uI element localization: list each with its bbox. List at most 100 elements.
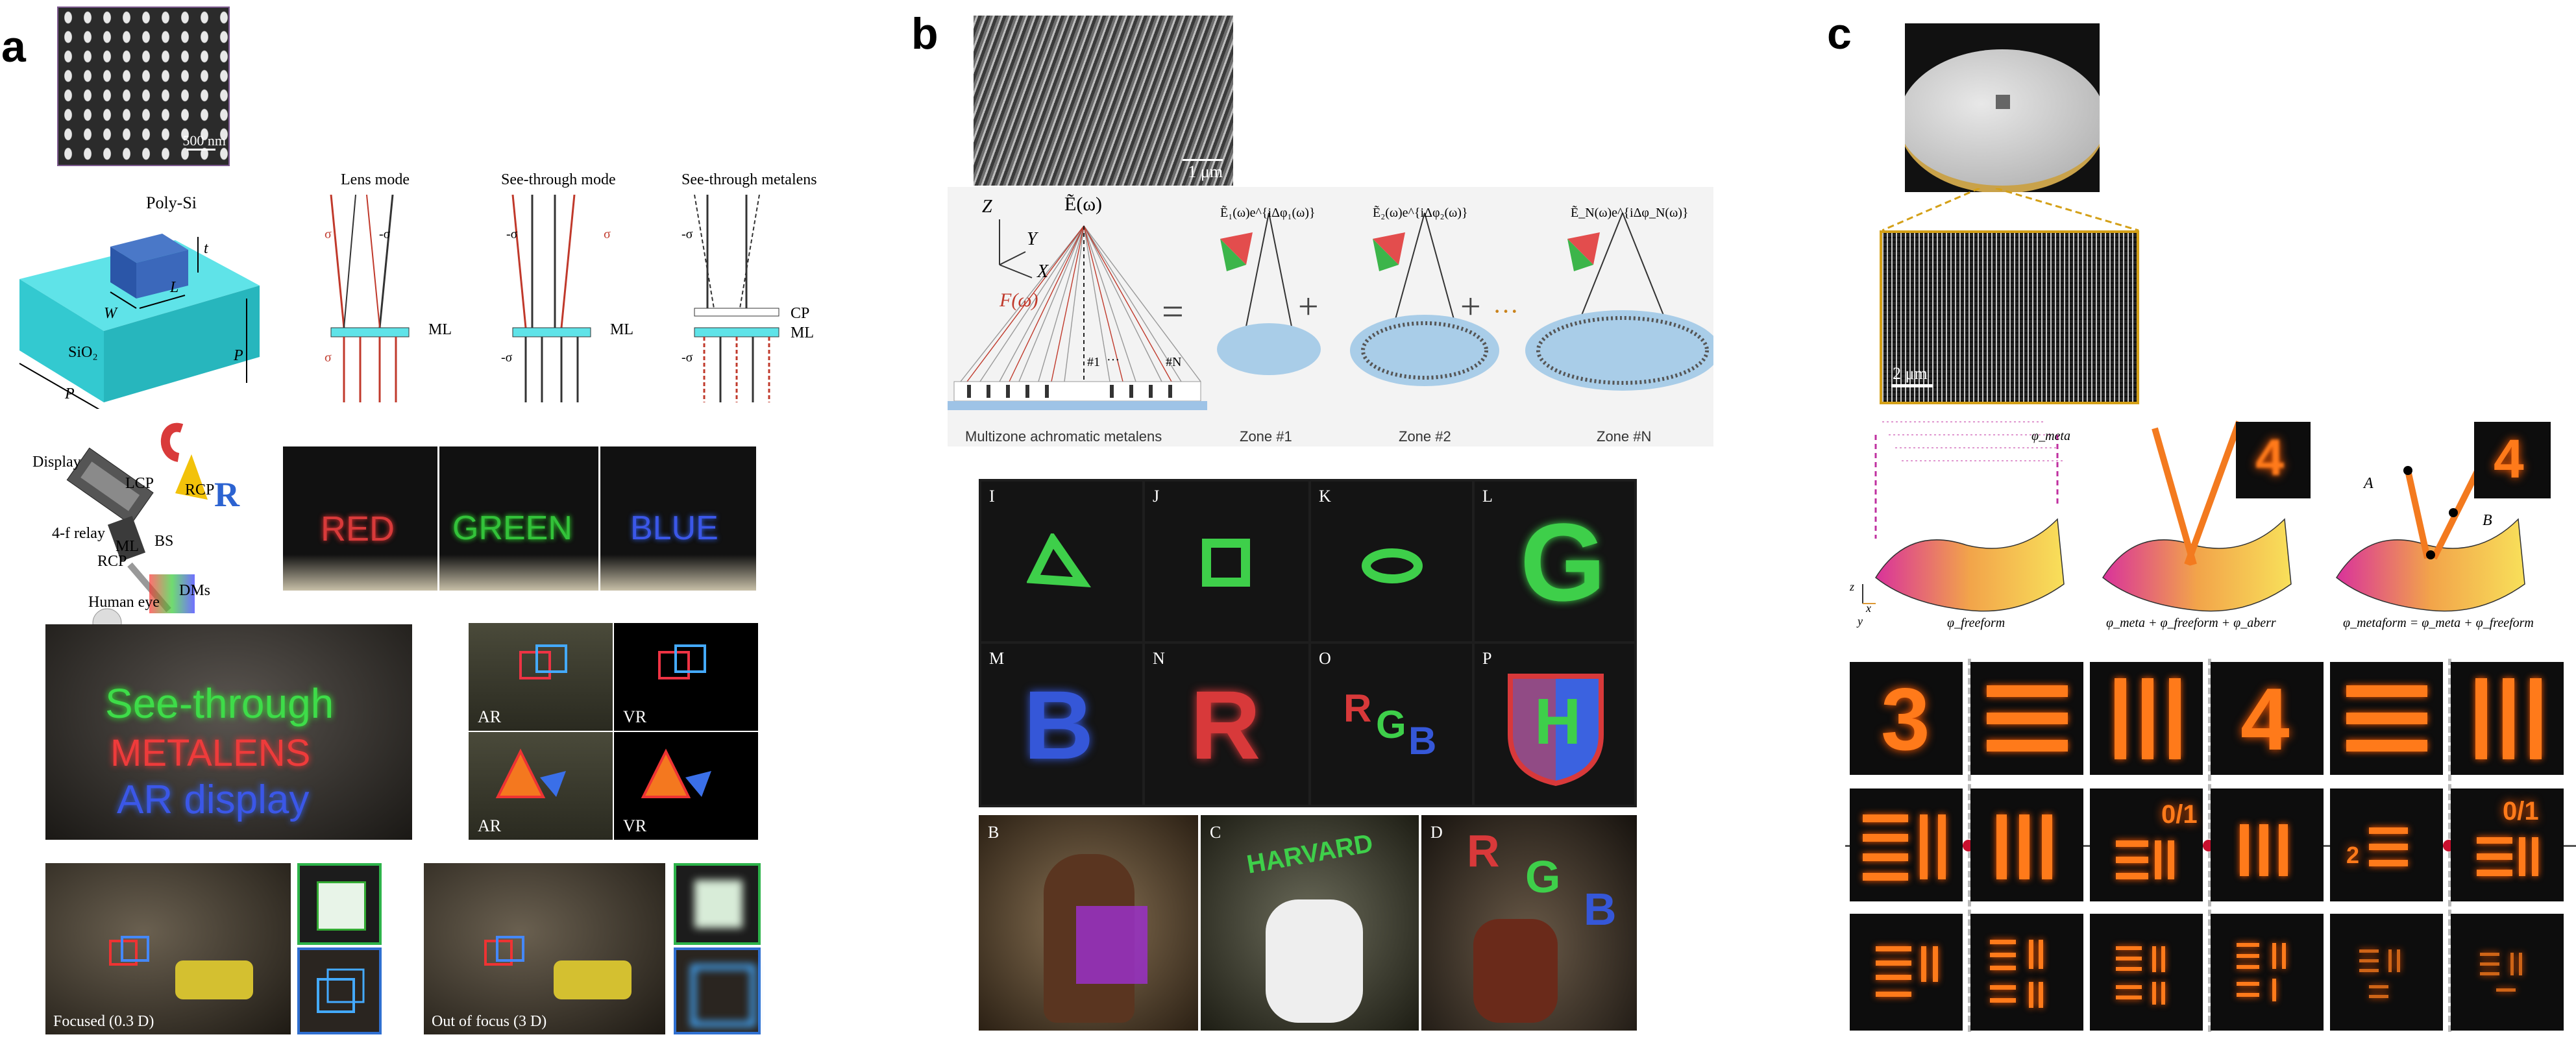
defocused-inset-exit-sign [674, 863, 761, 945]
grid-label-k: K [1319, 487, 1331, 506]
scale-label-c: 2 μm [1893, 364, 1928, 383]
target-row2-col1 [1850, 788, 1963, 901]
target-row1-col4: 4 [2211, 662, 2324, 775]
ar-setup-diagram: R [66, 422, 240, 638]
axis-z-label-c: z [1850, 580, 1855, 593]
zone-n-label: Zone #N [1597, 428, 1652, 445]
target-row3-col2 [1970, 914, 2083, 1031]
focused-photo: Focused (0.3 D) [45, 863, 291, 1034]
scale-label-b: 1 μm [1188, 162, 1223, 181]
defocused-photo: Out of focus (3 D) [424, 863, 665, 1034]
target-digit-2: 2 [2346, 842, 2360, 868]
grid-rgb-b: B [1408, 719, 1437, 763]
neg-sigma-4: -σ [681, 227, 693, 241]
unit-cell-substrate: SiO₂ [68, 344, 98, 361]
point-a-label: A [2364, 475, 2374, 492]
target-row2-col2 [1970, 788, 2083, 901]
setup-bs: BS [154, 533, 174, 550]
zone-2-field: Ẽ₂(ω)e^{iΔφ₂(ω)} [1373, 206, 1468, 220]
grid-label-p: P [1482, 649, 1492, 668]
ar-triangle-image: AR [469, 732, 613, 840]
svg-text:R: R [214, 475, 240, 514]
target-row1-col2 [1970, 662, 2083, 775]
setup-relay: 4-f relay [52, 525, 105, 542]
grid-letter-h: H [1534, 685, 1582, 758]
zone-2-label: Zone #2 [1399, 428, 1451, 445]
grid-letter-r: R [1190, 670, 1261, 779]
target-row3-col5 [2330, 914, 2443, 1031]
photo-label-d: D [1430, 823, 1443, 842]
zone-1-label: Zone #1 [1240, 428, 1292, 445]
plus-sign-2: + [1460, 287, 1481, 327]
focused-inset-exit-sign [297, 863, 382, 945]
grid-label-l: L [1482, 487, 1493, 506]
photo-c: C HARVARD [1201, 815, 1419, 1031]
unit-cell-top-label: Poly-Si [146, 193, 197, 212]
sigma-1: σ [325, 227, 332, 241]
zone-mark-n: #N [1166, 355, 1182, 369]
target-row1-col5 [2330, 662, 2443, 775]
target-row3-col6 [2451, 914, 2564, 1031]
formula-3: φ_metaform = φ_meta + φ_freeform [2343, 616, 2534, 630]
cp-label: CP [791, 305, 810, 322]
blue-word: BLUE [630, 509, 718, 547]
inset-digit-4-sharp: 4 [2474, 422, 2551, 498]
axis-x-label: X [1037, 262, 1049, 282]
photo-harvard-text: HARVARD [1244, 829, 1375, 879]
photo-d: D R G B [1421, 815, 1637, 1031]
ml-label-3: ML [791, 324, 814, 341]
grid-cell-m: M B [981, 644, 1142, 805]
ar-scene-photo: See-through METALENS AR display [45, 624, 412, 840]
target-digit-01-b: 0/1 [2503, 797, 2539, 825]
target-row2-col5: 2 [2330, 788, 2443, 901]
grid-label-j: J [1153, 487, 1160, 506]
sem-image-c: 2 μm [1880, 230, 2139, 404]
digit-4-target: 4 [2240, 670, 2290, 768]
grid-rgb-g: G [1376, 703, 1406, 746]
vr-label-2: VR [623, 816, 647, 835]
field-label: Ẽ(ω) [1064, 193, 1103, 215]
ml-label-1: ML [428, 321, 452, 338]
photo-label-c: C [1210, 823, 1221, 842]
grid-cell-j: J [1145, 482, 1308, 641]
see-through-metalens-title: See-through metalens [681, 171, 817, 188]
photo-rgb-r: R [1467, 825, 1500, 876]
photo-b: B [979, 815, 1198, 1031]
unit-cell-p2: P [65, 385, 75, 402]
grid-cell-k: K [1311, 482, 1472, 641]
vr-triangle-image: VR [614, 732, 758, 840]
neg-sigma-1: -σ [379, 227, 391, 241]
ar-cube-image: AR [469, 623, 613, 731]
grid-label-i: I [989, 487, 995, 506]
ellipsis: ··· [1493, 297, 1519, 326]
grid-rgb-r: R [1343, 687, 1372, 730]
digit-4-sharp: 4 [2494, 428, 2524, 489]
green-image: GREEN [439, 446, 598, 591]
defocused-inset-cube [674, 947, 761, 1034]
sem-image-a: 500 nm [57, 6, 230, 166]
digit-3: 3 [1881, 670, 1930, 768]
green-word: GREEN [452, 509, 572, 547]
unit-cell-p1: P [234, 347, 243, 364]
photo-rgb-g: G [1525, 851, 1561, 902]
vr-label-1: VR [623, 707, 647, 726]
setup-display: Display [32, 454, 81, 471]
scene-word-2: METALENS [110, 732, 311, 774]
target-row3-col1 [1850, 914, 1963, 1031]
grid-cell-o: O R G B [1311, 644, 1472, 805]
axis-z-label: Z [982, 197, 992, 217]
photo-rgb-b: B [1584, 884, 1617, 935]
zone-1-field: Ẽ₁(ω)e^{iΔφ₁(ω)} [1220, 206, 1316, 220]
panel-label-c: c [1827, 9, 1852, 58]
target-row2-col6: 0/1 [2451, 788, 2564, 901]
sem-image-b: 1 μm [974, 16, 1233, 186]
red-image: RED [283, 446, 437, 591]
formula-1: φ_freeform [1947, 616, 2006, 630]
axis-y-label-c: y [1858, 615, 1863, 628]
unit-cell-diagram [19, 234, 260, 409]
digit-4-blurred: 4 [2255, 428, 2285, 486]
grid-letter-g: G [1520, 501, 1606, 624]
zone-mark-dots: ··· [1107, 353, 1120, 367]
grid-label-m: M [989, 649, 1005, 668]
see-through-mode-title: See-through mode [501, 171, 616, 188]
